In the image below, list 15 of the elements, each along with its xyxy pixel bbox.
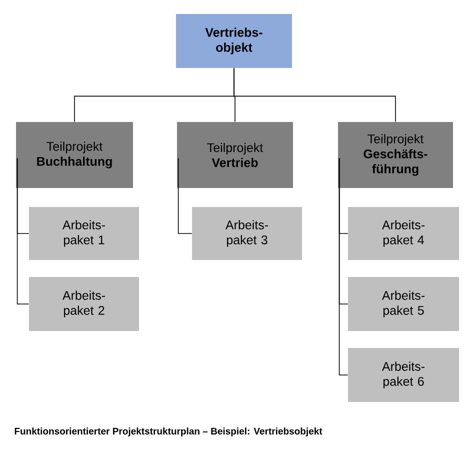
work-package-box: Arbeits- paket 3 (192, 207, 302, 260)
subproject-box: Teilprojekt Vertrieb (177, 122, 293, 188)
subproject-box: Teilprojekt Buchhaltung (16, 122, 133, 188)
connector-line (234, 68, 396, 122)
work-package-box: Arbeits- paket 4 (348, 207, 459, 260)
connector-line (338, 158, 348, 376)
subproject-box: Teilprojekt Geschäfts- führung (338, 122, 453, 188)
root-box: Vertriebs- objekt (176, 14, 292, 68)
work-package-box: Arbeits- paket 1 (29, 207, 139, 260)
caption: Funktionsorientierter Projektstrukturplan – Beispiel: Vertriebsobjekt (14, 428, 322, 436)
connector-line (16, 158, 30, 304)
work-package-box: Arbeits- paket 6 (348, 348, 459, 402)
connector-line (178, 158, 192, 234)
work-package-box: Arbeits- paket 5 (348, 276, 459, 331)
work-package-box: Arbeits- paket 2 (29, 276, 139, 331)
